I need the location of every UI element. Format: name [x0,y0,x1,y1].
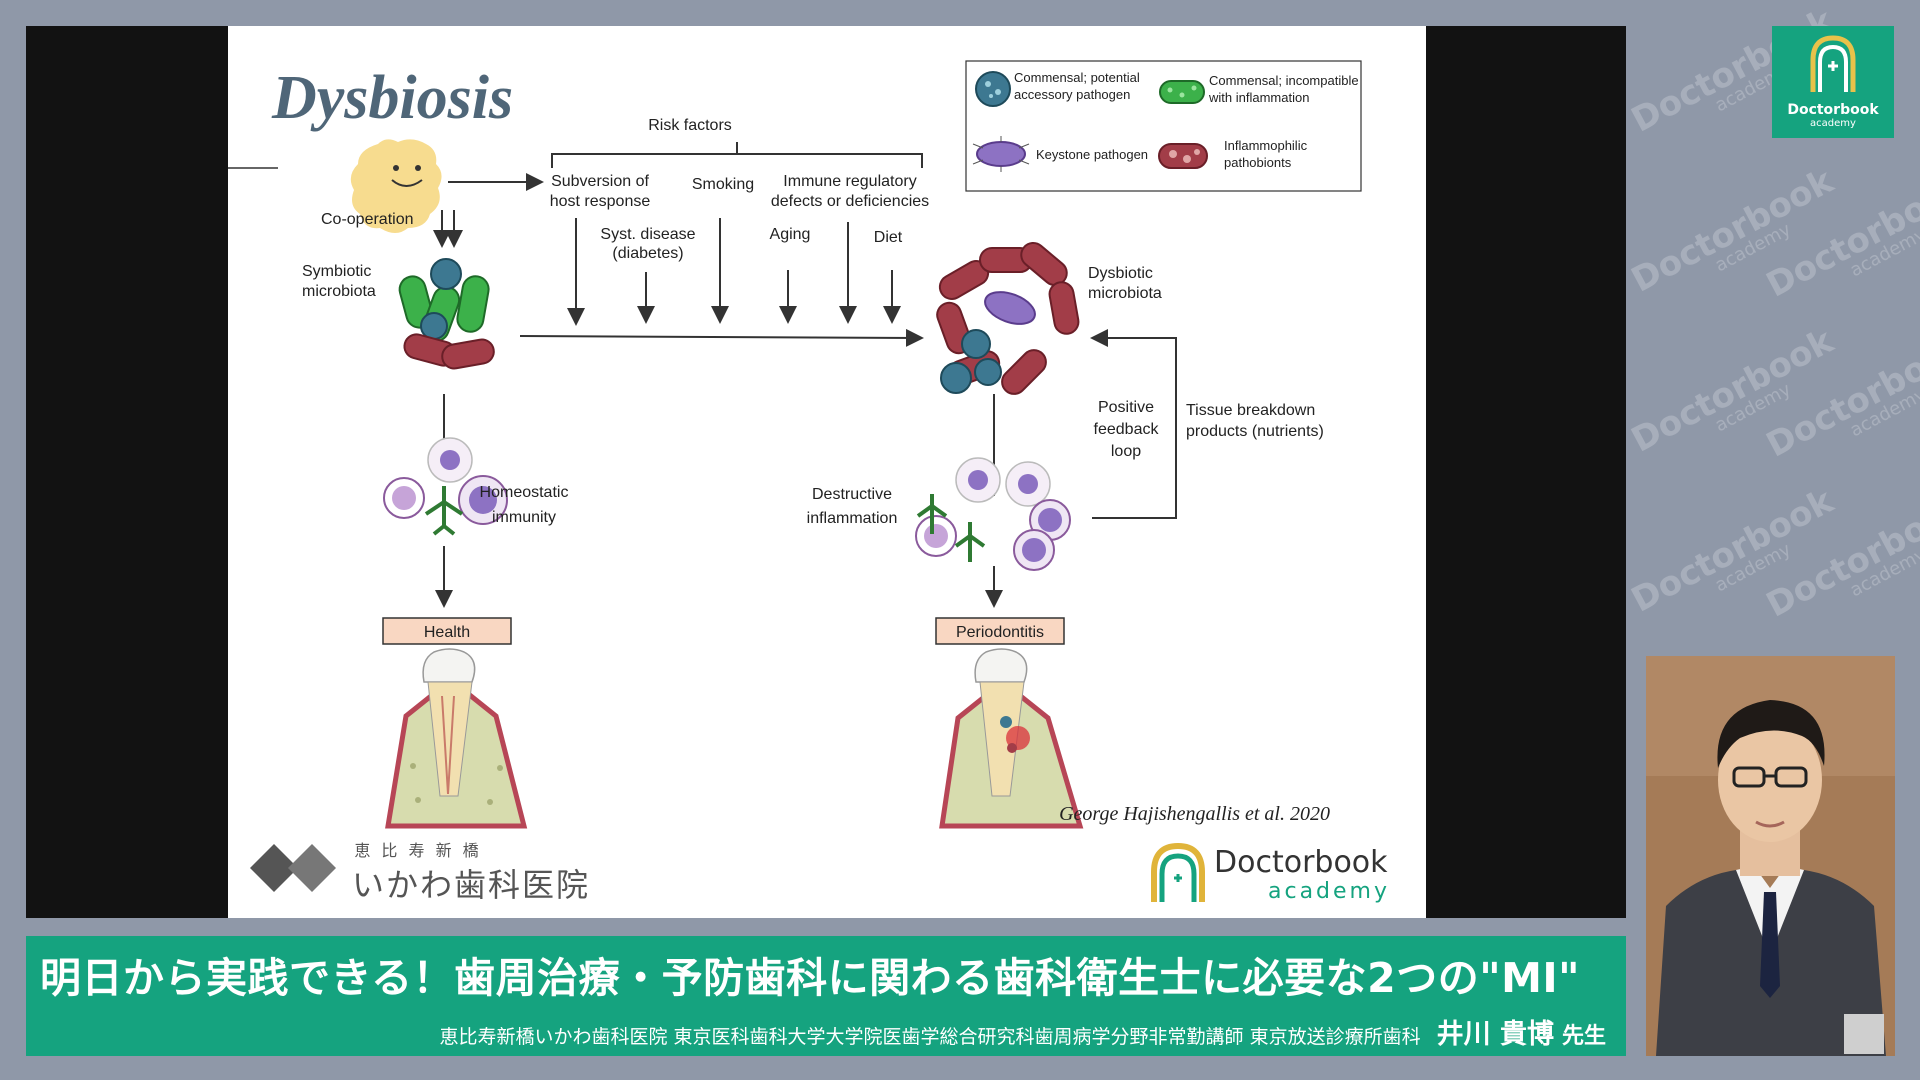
legend-label: Inflammophilic [1224,138,1308,153]
legend-label: pathobionts [1224,155,1292,170]
periodontitis-label: Periodontitis [956,624,1044,641]
homeostatic-label: immunity [492,509,556,526]
immune-cells-icon [383,437,508,536]
dysbiotic-label: Dysbiotic [1088,265,1153,282]
symbiotic-label: Symbiotic [302,263,371,280]
destructive-label: Destructive [812,486,892,503]
speaker-name: 井川 貴博 [1436,1019,1554,1050]
legend-label: accessory pathogen [1014,87,1130,102]
legend-keystone-icon [972,136,1030,172]
dysbiotic-label: microbiota [1088,285,1162,302]
destructive-label: inflammation [807,510,898,527]
legend-label: with inflammation [1208,90,1309,105]
dysbiosis-arrow [519,328,924,347]
speaker-portrait [1646,656,1895,1056]
doctorbook-arch-icon [1810,35,1856,92]
subversion-label: Subversion of [551,173,649,190]
legend-inflammophilic-icon [1158,143,1208,169]
dysbiotic-microbiota-icon [936,242,1080,395]
healthy-tooth-icon [385,648,528,829]
clinic-logo: 恵 比 寿 新 橋 いかわ歯科医院 [250,841,590,904]
symbiotic-label: microbiota [302,283,376,300]
citation: George Hajishengallis et al. 2020 [1059,803,1330,825]
brand-name: Doctorbook [1214,845,1388,880]
positive-feedback-label: feedback [1094,421,1160,438]
legend: Commensal; potential accessory pathogen … [965,60,1362,192]
slide-title: Dysbiosis [271,64,513,132]
smoking-label: Smoking [692,176,754,193]
tissue-breakdown-label: Tissue breakdown [1186,402,1315,419]
inflammatory-cells-icon [915,457,1071,571]
feedback-loop-arrow [1090,329,1177,519]
diseased-tooth-icon [939,648,1084,829]
lecture-banner: 明日から実践できる！歯周治療・予防歯科に関わる歯科衛生士に必要な2つの"MI" … [26,936,1626,1056]
tissue-breakdown-label: products (nutrients) [1186,423,1324,440]
risk-factors-label: Risk factors [648,117,732,134]
host-smiley-icon [350,139,442,233]
immune-label: Immune regulatory [783,173,916,190]
immune-label: defects or deficiencies [771,193,929,210]
diet-label: Diet [874,229,903,246]
corner-doctorbook-logo: Doctorbook academy [1772,26,1894,138]
cooperation-label: Co-operation [321,211,414,228]
speaker-honorific: 先生 [1561,1024,1606,1049]
legend-label: Commensal; potential [1014,70,1140,85]
homeostatic-label: Homeostatic [480,484,569,501]
health-box: Health [382,617,512,645]
risk-factor-arrows [567,218,901,326]
syst-disease-label: Syst. disease [600,226,695,243]
risk-factors-bracket [551,142,923,168]
doctorbook-logo: Doctorbook academy [1151,842,1390,904]
positive-feedback-label: loop [1111,443,1141,460]
legend-commensal-incompatible-icon [1159,80,1205,104]
lecture-title: 明日から実践できる！歯周治療・予防歯科に関わる歯科衛生士に必要な2つの"MI" [40,954,1580,1002]
clinic-name: いかわ歯科医院 [352,866,590,904]
periodontitis-box: Periodontitis [935,617,1065,645]
legend-commensal-potential-icon [975,71,1011,107]
brand-sub: academy [1268,879,1390,904]
speaker-video [1646,656,1895,1056]
speaker-info: 恵比寿新橋いかわ歯科医院 東京医科歯科大学大学院医歯学総合研究科歯周病学分野非常… [439,1012,1606,1051]
dysbiosis-diagram: Dysbiosis Commensal; potential accessory… [228,60,1390,904]
presentation-slide: Dysbiosis Commensal; potential accessory… [228,26,1426,918]
legend-label: Commensal; incompatible [1209,73,1359,88]
syst-disease-label: (diabetes) [612,245,683,262]
corner-logo-name: Doctorbook [1787,102,1879,118]
legend-label: Keystone pathogen [1036,147,1148,162]
speaker-affiliation: 恵比寿新橋いかわ歯科医院 東京医科歯科大学大学院医歯学総合研究科歯周病学分野非常… [439,1026,1421,1048]
corner-logo-sub: academy [1810,118,1856,129]
clinic-name-small: 恵 比 寿 新 橋 [354,841,481,860]
symbiotic-microbiota-icon [398,258,495,370]
positive-feedback-label: Positive [1098,399,1154,416]
health-label: Health [424,624,470,641]
aging-label: Aging [770,226,811,243]
subversion-label: host response [550,193,651,210]
